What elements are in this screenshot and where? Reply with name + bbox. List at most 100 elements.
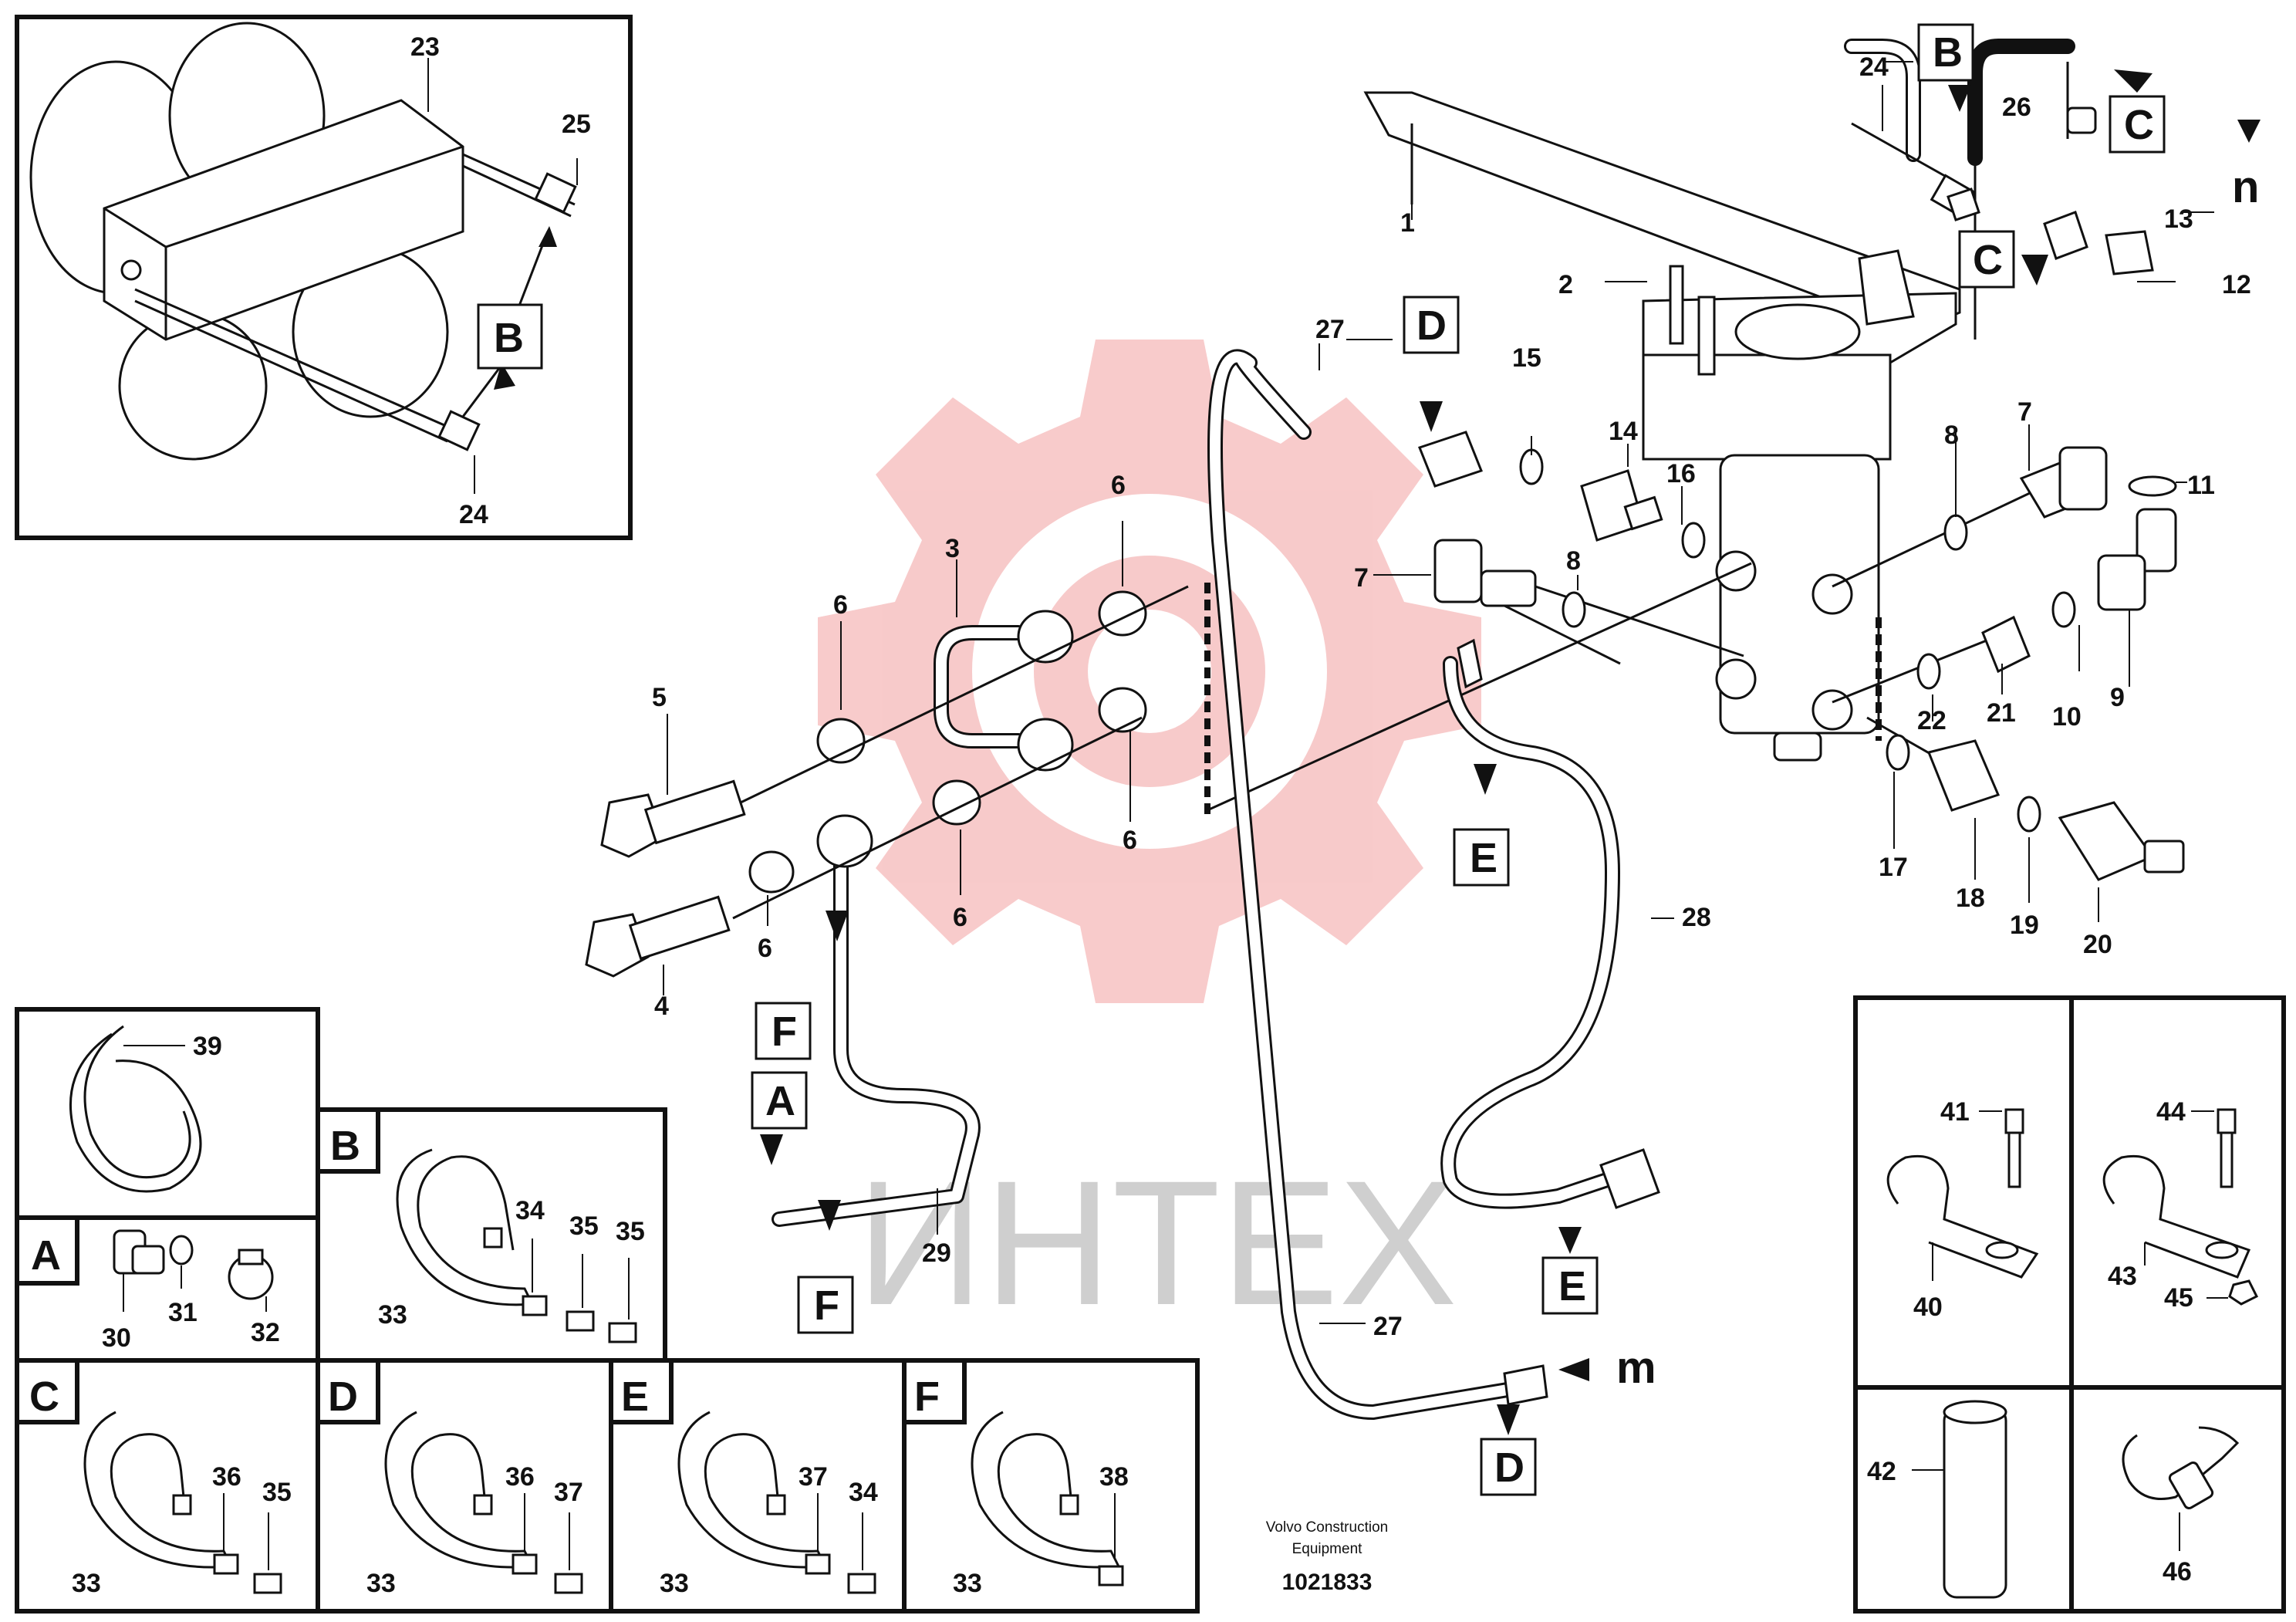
part-label: 44	[2156, 1097, 2186, 1127]
callout-letter: F	[772, 1009, 797, 1055]
part-label: 30	[102, 1323, 131, 1353]
part-label: 46	[2163, 1557, 2192, 1587]
callout-letter: F	[814, 1282, 839, 1329]
part-label: 2	[1558, 270, 1573, 299]
part-label: 4	[654, 992, 669, 1021]
callout-box	[1541, 1256, 1599, 1315]
elbow-7	[1433, 539, 1537, 607]
part-label: 33	[72, 1569, 101, 1598]
drawing-number: 1021833	[1282, 1570, 1373, 1595]
callout-box	[477, 303, 543, 370]
part-label: 18	[1956, 884, 1985, 913]
part-label: 43	[2108, 1262, 2137, 1291]
callout-letter: E	[1470, 835, 1497, 881]
part-label: 45	[2164, 1283, 2193, 1313]
part-label: 8	[1566, 546, 1581, 576]
callout-box	[1453, 828, 1510, 887]
callout-letter: B	[494, 315, 524, 361]
part-label: 33	[378, 1300, 407, 1330]
part-label: 39	[193, 1032, 222, 1061]
part-label: 7	[2017, 397, 2032, 427]
part-label: 36	[212, 1462, 241, 1492]
part-label: 19	[2010, 911, 2039, 940]
panel-letter: F	[914, 1374, 940, 1420]
brand-line-2: Equipment	[1292, 1541, 1363, 1557]
part-label: 15	[1512, 343, 1541, 373]
part-label: 10	[2052, 702, 2082, 732]
part-label: 24	[1859, 52, 1889, 82]
part-label: 6	[833, 590, 848, 620]
callout-letter: D	[1416, 302, 1447, 349]
part-label: 16	[1666, 459, 1696, 488]
part-label: 40	[1913, 1293, 1943, 1322]
part-label: 14	[1609, 417, 1638, 446]
panel-40-41	[1853, 995, 2074, 1390]
callout-box	[2109, 95, 2166, 154]
part-label: 1	[1400, 208, 1415, 238]
part-label: 17	[1879, 853, 1908, 882]
panel-42	[1853, 1385, 2074, 1614]
callout-box	[751, 1071, 808, 1130]
callout-letter: D	[1494, 1445, 1524, 1491]
part-label: 37	[554, 1478, 583, 1507]
fitting-14	[1580, 469, 1663, 542]
part-label: 27	[1315, 315, 1345, 344]
part-label: 8	[1944, 421, 1959, 450]
part-label: 26	[2002, 93, 2031, 122]
brake-valve-assembly	[1363, 91, 1961, 762]
panel-C	[15, 1358, 320, 1614]
panel-39	[15, 1007, 320, 1220]
part-label: 6	[758, 934, 772, 963]
part-label: 28	[1682, 903, 1711, 932]
part-label: 27	[1373, 1312, 1403, 1341]
part-label: 36	[505, 1462, 535, 1492]
part-label: 37	[799, 1462, 828, 1492]
part-label: 29	[922, 1238, 951, 1268]
part-label: 34	[515, 1196, 545, 1225]
part-label: 31	[168, 1298, 198, 1327]
part-label: 12	[2222, 270, 2251, 299]
bolt-5	[600, 779, 746, 858]
part-label: 6	[1111, 471, 1126, 500]
part-label: 35	[262, 1478, 292, 1507]
callout-letter: E	[1558, 1263, 1586, 1309]
part-label: 13	[2164, 204, 2193, 234]
callout-letter: C	[1973, 237, 2003, 283]
panel-letter: E	[621, 1374, 649, 1420]
part-label: 22	[1917, 706, 1947, 735]
part-label: 34	[849, 1478, 878, 1507]
bolt-4	[585, 895, 731, 978]
part-label: 6	[953, 903, 967, 932]
part-label: 41	[1940, 1097, 1970, 1127]
part-label: 5	[652, 683, 667, 712]
callout-letter: C	[2124, 102, 2154, 148]
flow-marker-n: n	[2232, 162, 2259, 212]
part-label: 42	[1867, 1457, 1896, 1486]
panel-46	[2069, 1385, 2286, 1614]
part-label: 33	[366, 1569, 396, 1598]
panel-F	[902, 1358, 1200, 1614]
callout-box	[797, 1276, 854, 1334]
callout-letter: A	[765, 1078, 795, 1124]
pressure-switch-20	[2058, 801, 2185, 881]
panel-B	[316, 1107, 667, 1363]
part-label: 23	[410, 32, 440, 62]
panel-43-45	[2069, 995, 2286, 1390]
part-label: 21	[1987, 698, 2016, 728]
panel-letter: B	[330, 1123, 360, 1169]
panel-letter: C	[29, 1374, 59, 1420]
part-label: 35	[616, 1217, 645, 1246]
part-label: 32	[251, 1318, 280, 1347]
flow-marker-m: m	[1616, 1343, 1656, 1393]
callout-box	[1403, 296, 1460, 354]
panel-letter: A	[31, 1232, 61, 1279]
callout-box	[1917, 23, 1974, 82]
part-label: 35	[569, 1211, 599, 1241]
part-label: 3	[945, 534, 960, 563]
part-label: 33	[953, 1569, 982, 1598]
panel-A	[15, 1215, 320, 1363]
panel-letter: D	[328, 1374, 358, 1420]
part-label: 7	[1354, 563, 1369, 593]
part-label: 6	[1123, 826, 1137, 855]
